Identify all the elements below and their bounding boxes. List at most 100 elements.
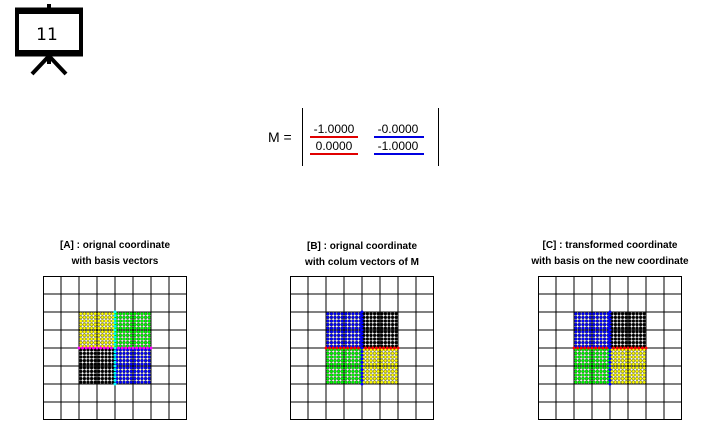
dot xyxy=(383,362,388,366)
dot xyxy=(617,319,621,323)
dot xyxy=(107,373,112,377)
panel-a-subtitle: with basis vectors xyxy=(71,256,159,267)
dot xyxy=(584,319,589,323)
dot xyxy=(638,312,643,316)
dot xyxy=(380,351,384,356)
dot xyxy=(633,346,637,350)
dot xyxy=(628,355,632,359)
dot xyxy=(329,380,334,384)
dot xyxy=(122,358,126,363)
dot xyxy=(390,355,395,359)
dot xyxy=(584,369,589,374)
dot xyxy=(344,330,348,334)
dot xyxy=(344,315,348,320)
dot xyxy=(338,346,342,350)
dot xyxy=(82,312,87,316)
dot xyxy=(133,351,137,356)
dot xyxy=(107,326,112,330)
dot xyxy=(129,319,133,323)
dot xyxy=(79,369,83,374)
dot xyxy=(631,337,636,341)
dot xyxy=(79,376,83,381)
dot xyxy=(372,358,377,363)
dot xyxy=(100,340,105,345)
dot xyxy=(588,312,592,316)
dot xyxy=(595,380,600,384)
dot xyxy=(365,369,370,374)
dot xyxy=(383,380,388,384)
dot xyxy=(122,355,126,359)
dot xyxy=(602,326,607,330)
dot xyxy=(93,366,97,370)
dot xyxy=(143,319,148,323)
dot xyxy=(638,333,643,338)
dot xyxy=(624,312,628,316)
dot xyxy=(631,366,636,370)
dot xyxy=(86,369,90,374)
dot xyxy=(619,346,623,350)
dot xyxy=(89,315,94,320)
dot xyxy=(599,333,603,338)
dot xyxy=(592,322,596,327)
dot xyxy=(86,380,90,384)
dot xyxy=(113,350,117,354)
dot xyxy=(387,358,391,363)
dot xyxy=(628,330,632,334)
dot xyxy=(376,373,380,377)
dot xyxy=(602,362,607,366)
dot xyxy=(107,322,112,327)
dot xyxy=(365,355,370,359)
dot xyxy=(365,312,370,316)
dot xyxy=(147,337,151,341)
vertical-axis-dots xyxy=(113,310,117,386)
dot xyxy=(143,362,148,366)
dot xyxy=(369,322,373,327)
dot xyxy=(595,337,600,341)
dot xyxy=(107,369,112,374)
dot xyxy=(635,330,639,334)
dot xyxy=(588,319,592,323)
dot xyxy=(82,322,87,327)
dot xyxy=(595,373,600,377)
dot xyxy=(347,351,352,356)
dot xyxy=(147,380,151,384)
dot xyxy=(595,355,600,359)
dot xyxy=(383,358,388,363)
dot xyxy=(143,376,148,381)
dot xyxy=(581,355,585,359)
dot xyxy=(372,337,377,341)
dot xyxy=(581,373,585,377)
dot xyxy=(628,333,632,338)
dot xyxy=(612,346,616,350)
dot xyxy=(631,326,636,330)
dot xyxy=(340,376,344,381)
dot xyxy=(390,358,395,363)
dot xyxy=(113,378,117,382)
dot xyxy=(599,366,603,370)
dot xyxy=(147,315,151,320)
dot xyxy=(324,346,328,350)
dot xyxy=(147,358,151,363)
dot xyxy=(354,380,359,384)
dot xyxy=(125,366,130,370)
dot xyxy=(574,326,578,330)
dot xyxy=(336,322,341,327)
dot xyxy=(574,373,578,377)
dot xyxy=(331,346,335,350)
dot xyxy=(628,319,632,323)
dot xyxy=(631,358,636,363)
dot xyxy=(599,330,603,334)
dot xyxy=(394,333,398,338)
dot xyxy=(574,376,578,381)
dot xyxy=(620,319,625,323)
dot xyxy=(602,340,607,345)
dot xyxy=(93,358,97,363)
dot xyxy=(125,340,130,345)
dot xyxy=(620,373,625,377)
dot xyxy=(129,312,133,316)
dot xyxy=(326,351,330,356)
dot xyxy=(369,333,373,338)
dot xyxy=(577,355,582,359)
dot xyxy=(328,346,332,350)
dot xyxy=(344,319,348,323)
